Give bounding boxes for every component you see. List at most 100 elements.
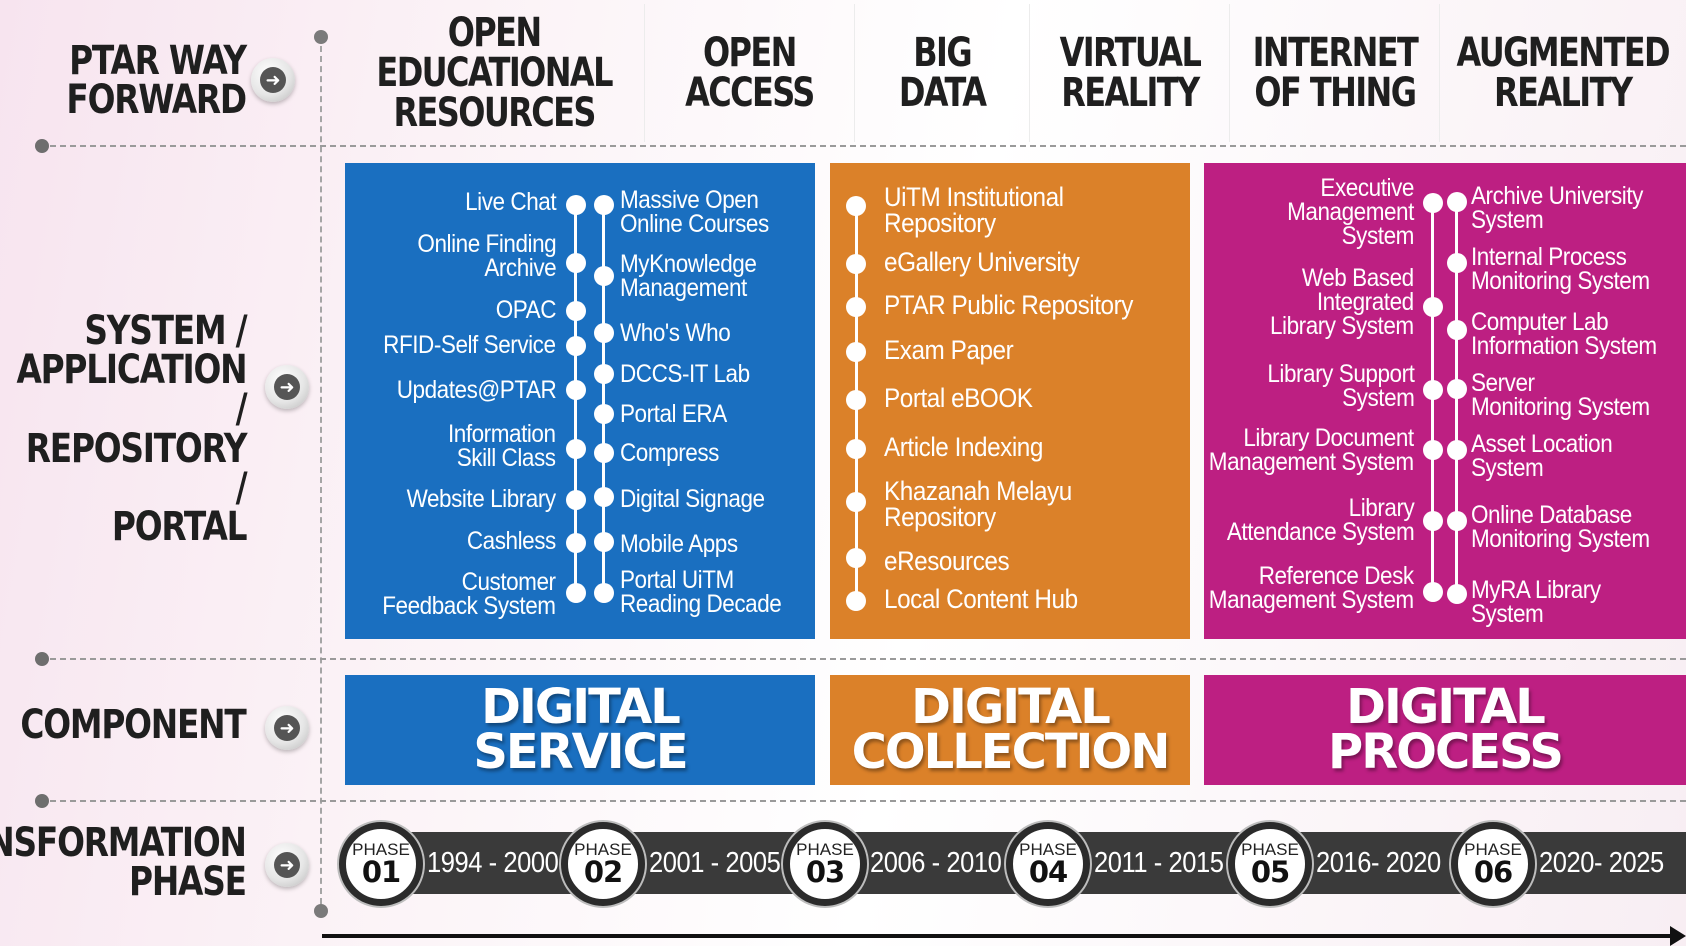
process-item: Asset Location System [1471, 430, 1613, 482]
service-dot [594, 487, 614, 507]
phase-number: 02 [583, 855, 623, 889]
process-item: Online Database Monitoring System [1471, 501, 1650, 553]
arrow-right-icon: ➜ [279, 376, 295, 398]
header-text: VIRTUAL REALITY [1059, 30, 1201, 116]
service-dot [566, 490, 586, 510]
phase-years: 2006 - 2010 [870, 846, 1002, 879]
service-item: DCCS-IT Lab [620, 360, 750, 388]
service-dot [594, 583, 614, 603]
process-item: Archive University System [1471, 182, 1643, 234]
collection-dot [846, 439, 866, 459]
header-text: OPEN EDUCATIONAL RESOURCES [376, 10, 614, 136]
service-item: Information Skill Class [448, 420, 556, 472]
service-item: Portal UiTM Reading Decade [620, 566, 782, 618]
process-item: Library Document Management System [1209, 424, 1414, 476]
row-divider-dot [35, 794, 49, 808]
service-item: OPAC [495, 296, 557, 324]
time-axis [322, 934, 1676, 938]
arrow-right-icon: ➜ [279, 854, 295, 876]
arrow-right-icon: ➜ [265, 69, 281, 91]
collection-item: Exam Paper [884, 335, 1014, 365]
process-dot [1447, 253, 1467, 273]
service-item: Digital Signage [620, 485, 765, 513]
time-axis-arrowhead [1670, 926, 1686, 946]
phase-years: 2016- 2020 [1316, 846, 1441, 879]
phase-label: PHASE [1019, 840, 1077, 859]
process-dot [1423, 380, 1443, 400]
phase-number: 01 [361, 855, 401, 889]
process-item: Computer Lab Information System [1471, 308, 1657, 360]
process-item: Web Based Integrated Library System [1270, 264, 1414, 340]
collection-item: Article Indexing [884, 432, 1043, 462]
arrow-right-icon: ➜ [279, 717, 295, 739]
header-text: AUGMENTED REALITY [1456, 30, 1671, 116]
process-item: Reference Desk Management System [1209, 562, 1414, 614]
collection-dot [846, 492, 866, 512]
service-item: MyKnowledge Management [620, 250, 757, 302]
digital-collection-panel [830, 163, 1190, 639]
process-dot [1423, 582, 1443, 602]
service-dot [594, 532, 614, 552]
phase-years: 2001 - 2005 [649, 846, 781, 879]
transformation-arrow-button[interactable]: ➜ [265, 843, 309, 887]
phase-years: 2020- 2025 [1539, 846, 1664, 879]
collection-item: eGallery University [884, 247, 1080, 277]
row-label-component: COMPONENT [20, 702, 247, 748]
service-dot [594, 364, 614, 384]
header-text: OPEN ACCESS [685, 30, 815, 116]
process-item: Internal Process Monitoring System [1471, 243, 1650, 295]
header-text: INTERNET OF THING [1252, 30, 1418, 116]
header-open-educational-resources: OPEN EDUCATIONAL RESOURCES [345, 4, 645, 142]
process-dot [1423, 440, 1443, 460]
header-virtual-reality: VIRTUAL REALITY [1030, 4, 1230, 142]
collection-dot [846, 297, 866, 317]
process-item: Library Support System [1266, 360, 1415, 412]
service-dot [566, 583, 586, 603]
component-arrow-button[interactable]: ➜ [265, 706, 309, 750]
service-item: Compress [620, 439, 719, 467]
collection-item: UiTM Institutional Repository [884, 182, 1064, 238]
header-open-access: OPEN ACCESS [645, 4, 855, 142]
component-text: DIGITAL PROCESS [1328, 679, 1564, 780]
service-item: Who's Who [620, 319, 731, 347]
service-right-spine [602, 198, 605, 598]
digital-process-panel [1204, 163, 1686, 639]
service-dot [566, 533, 586, 553]
process-item: Server Monitoring System [1471, 369, 1650, 421]
system-arrow-button[interactable]: ➜ [265, 365, 309, 409]
collection-item: Local Content Hub [884, 584, 1078, 614]
phase-label: PHASE [1464, 840, 1522, 859]
row-label-transformation: TRANSFORMATION PHASE [0, 820, 247, 906]
phase-label: PHASE [574, 840, 632, 859]
process-dot [1447, 584, 1467, 604]
phase-number: 06 [1473, 855, 1513, 889]
divider-dot [314, 904, 328, 918]
service-item: Cashless [467, 527, 556, 555]
component-digital-service: DIGITAL SERVICE [345, 675, 815, 785]
process-dot [1423, 511, 1443, 531]
collection-dot [846, 591, 866, 611]
service-dot [594, 195, 614, 215]
phase-label: PHASE [352, 840, 410, 859]
process-dot [1423, 193, 1443, 213]
phase-number: 03 [805, 855, 845, 889]
row-divider-dot [35, 139, 49, 153]
way-forward-arrow-button[interactable]: ➜ [251, 58, 295, 102]
phase-number: 05 [1250, 855, 1290, 889]
collection-dot [846, 254, 866, 274]
process-item: Executive Management System [1287, 174, 1414, 250]
phase-years: 1994 - 2000 [427, 846, 559, 879]
row-label-way-forward: PTAR WAY FORWARD [66, 38, 247, 124]
process-dot [1447, 320, 1467, 340]
process-dot [1447, 379, 1467, 399]
service-item: RFID-Self Service [383, 331, 557, 359]
component-text: DIGITAL COLLECTION [851, 679, 1171, 780]
service-dot [566, 439, 586, 459]
process-dot [1447, 440, 1467, 460]
collection-dot [846, 342, 866, 362]
row-divider [40, 145, 1686, 147]
service-item: Portal ERA [620, 400, 727, 428]
collection-item: Khazanah Melayu Repository [884, 476, 1072, 532]
phase-years: 2011 - 2015 [1094, 846, 1224, 879]
